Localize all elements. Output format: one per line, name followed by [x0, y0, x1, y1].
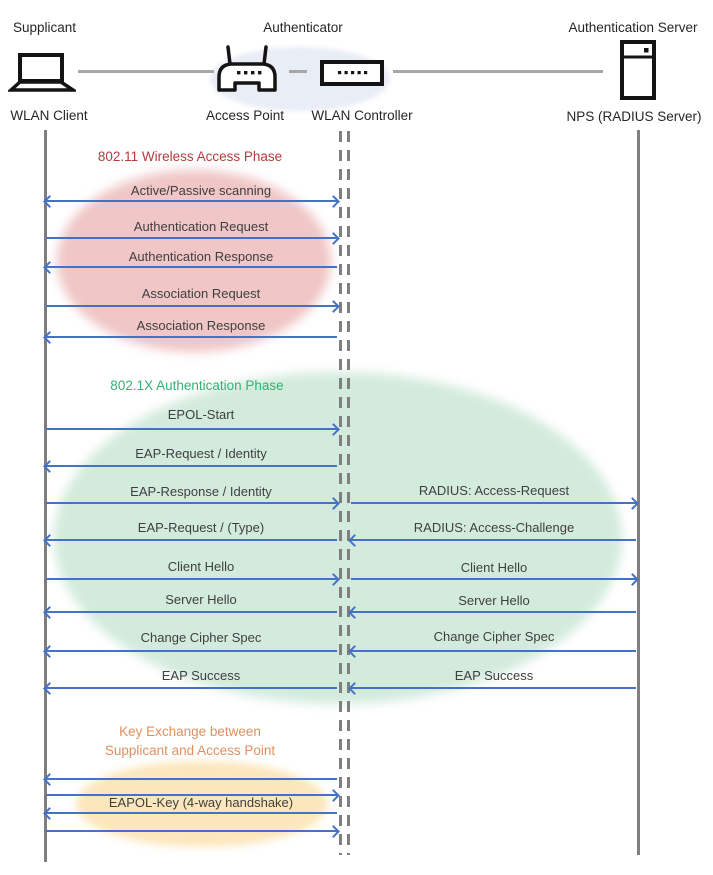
message-label: EAP-Response / Identity	[130, 484, 272, 499]
message-label: Change Cipher Spec	[140, 630, 262, 645]
lifeline-wlan-client	[44, 130, 47, 862]
message-arrow-right	[351, 572, 639, 586]
message-arrow-left	[348, 681, 636, 695]
phase3-title: Key Exchange between Supplicant and Acce…	[105, 722, 275, 760]
message-arrow-left	[348, 644, 636, 658]
phase2-title-text: 802.1X Authentication Phase	[110, 378, 284, 393]
message-arrow-right	[46, 299, 340, 313]
message-label: Association Response	[136, 318, 266, 333]
message-arrow-left	[43, 605, 337, 619]
role-label-supplicant: Supplicant	[13, 20, 77, 35]
laptop-icon	[8, 53, 76, 92]
message-label: Client Hello	[167, 559, 235, 574]
lifeline-capwap-left	[339, 131, 342, 855]
message-label: EAP-Request / (Type)	[137, 520, 265, 535]
message-arrow-right	[46, 422, 340, 436]
arrowhead-right-icon	[327, 231, 340, 245]
message-label: RADIUS: Access-Challenge	[413, 520, 575, 535]
phase3-title-line1: Key Exchange between	[119, 724, 261, 739]
message-arrow-left	[348, 533, 636, 547]
connector-controller-server	[393, 70, 603, 73]
message-arrow-right	[351, 496, 639, 510]
message-label: Server Hello	[458, 593, 530, 608]
message-arrow-right	[46, 788, 340, 802]
node-label-wlan-controller: WLAN Controller	[311, 108, 413, 123]
message-label: Active/Passive scanning	[130, 183, 272, 198]
access-point-icon	[217, 45, 277, 92]
message-arrow-right	[46, 572, 340, 586]
message-arrow-left	[43, 806, 337, 820]
message-label: Association Request	[141, 286, 261, 301]
connector-ap-controller	[289, 70, 307, 73]
phase2-title: 802.1X Authentication Phase	[110, 376, 283, 395]
lifeline-capwap-right	[347, 131, 350, 855]
arrowhead-right-icon	[327, 299, 340, 313]
message-label: EAP-Request / Identity	[135, 446, 267, 461]
role-label-authentication-server: Authentication Server	[568, 20, 698, 35]
message-arrow-left	[43, 644, 337, 658]
phase3-ellipse	[76, 761, 328, 847]
message-arrow-left	[43, 533, 337, 547]
message-arrow-right	[46, 496, 340, 510]
message-label: Authentication Response	[128, 249, 274, 264]
arrowhead-right-icon	[327, 824, 340, 838]
message-arrow-left	[43, 772, 337, 786]
message-arrow-left	[348, 605, 636, 619]
message-label: Authentication Request	[133, 219, 269, 234]
wlan-controller-icon	[320, 60, 384, 86]
message-arrow-left	[43, 260, 337, 274]
message-label: Server Hello	[165, 592, 237, 607]
connector-client-ap	[78, 70, 214, 73]
phase3-title-line2: Supplicant and Access Point	[104, 743, 276, 758]
message-label: Client Hello	[460, 560, 528, 575]
arrowhead-right-icon	[327, 788, 340, 802]
message-label: EAPOL-Key (4-way handshake)	[108, 795, 294, 810]
arrowhead-right-icon	[327, 194, 340, 208]
message-label: RADIUS: Access-Request	[418, 483, 570, 498]
message-arrow-right	[46, 824, 340, 838]
role-label-authenticator: Authenticator	[263, 20, 343, 35]
node-label-wlan-client: WLAN Client	[10, 108, 88, 123]
phase1-title: 802.11 Wireless Access Phase	[98, 147, 282, 166]
server-icon	[620, 40, 656, 100]
message-arrow-right	[46, 231, 340, 245]
phase2-ellipse	[54, 372, 622, 704]
node-label-nps: NPS (RADIUS Server)	[566, 109, 702, 124]
message-arrow-left	[43, 459, 337, 473]
lifeline-nps	[637, 130, 640, 855]
message-arrow-left	[43, 681, 337, 695]
phase1-title-text: 802.11 Wireless Access Phase	[97, 149, 283, 164]
message-arrow-both	[43, 194, 340, 208]
message-label: Change Cipher Spec	[433, 629, 555, 644]
message-label: EAP Success	[161, 668, 241, 683]
message-label: EAP Success	[454, 668, 534, 683]
node-label-access-point: Access Point	[205, 108, 285, 123]
message-arrow-left	[43, 330, 337, 344]
message-label: EPOL-Start	[167, 407, 235, 422]
